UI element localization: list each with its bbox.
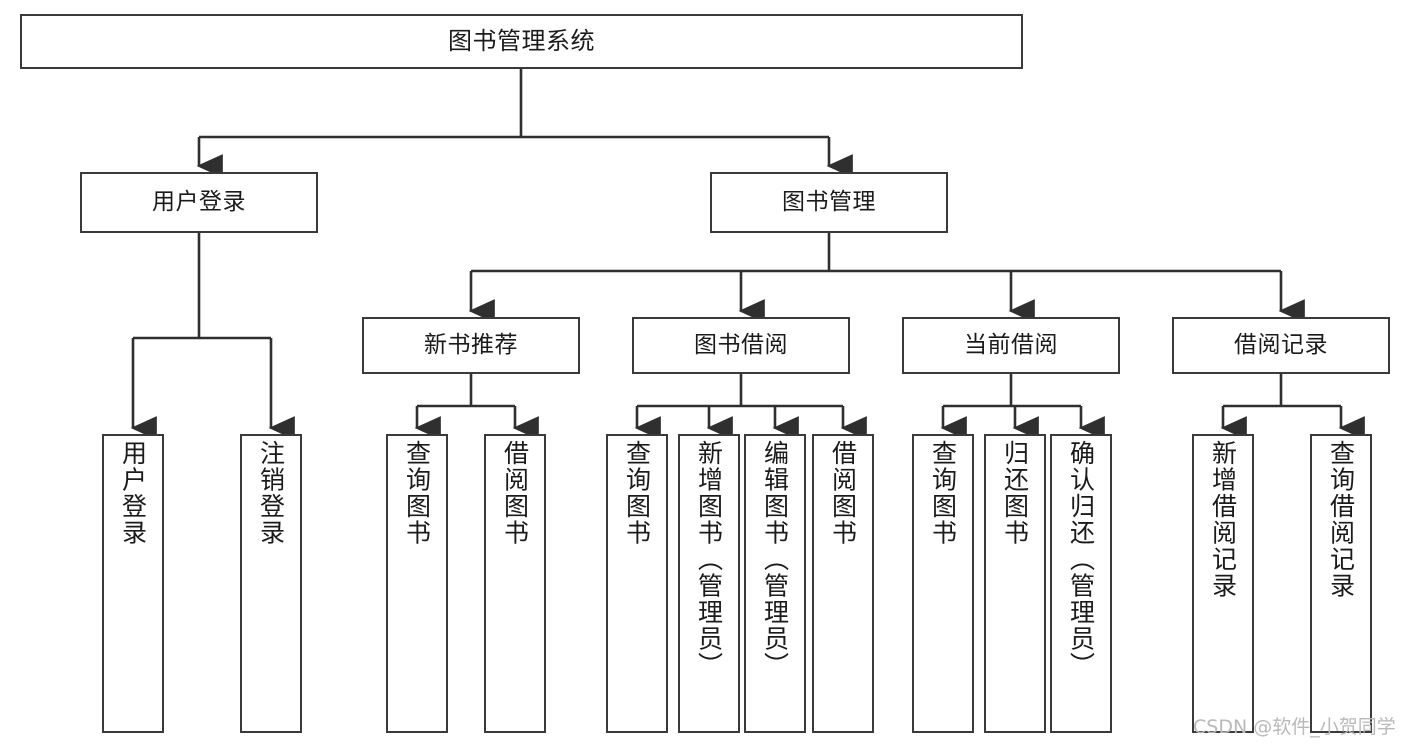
node-query-book-borrow-label: 查询图书 [622,440,652,546]
node-current-borrow[interactable]: 当前借阅 [902,317,1120,374]
node-user-login-label: 用户登录 [152,189,246,216]
node-book-manage-label: 图书管理 [782,189,876,216]
node-query-borrow-record[interactable]: 查询借阅记录 [1310,434,1372,733]
node-borrow-book-recommend[interactable]: 借阅图书 [484,434,546,733]
node-add-borrow-record-label: 新增借阅记录 [1208,440,1238,599]
node-book-borrow[interactable]: 图书借阅 [632,317,850,374]
edge-group [130,69,1365,440]
node-add-book-admin[interactable]: 新增图书（管理员） [678,434,740,733]
node-user-login[interactable]: 用户登录 [80,172,318,233]
node-borrow-book-action-label: 借阅图书 [828,440,858,546]
node-user-logout-action-label: 注销登录 [256,440,286,546]
node-book-manage[interactable]: 图书管理 [710,172,948,233]
node-user-login-action[interactable]: 用户登录 [102,434,164,733]
node-return-book-label: 归还图书 [1000,440,1030,546]
node-book-borrow-label: 图书借阅 [694,332,788,359]
node-borrow-record[interactable]: 借阅记录 [1172,317,1390,374]
node-query-book-current[interactable]: 查询图书 [912,434,974,733]
node-borrow-record-label: 借阅记录 [1234,332,1328,359]
csdn-watermark: CSDN @软件_小贺同学 [1193,716,1396,738]
node-borrow-book-recommend-label: 借阅图书 [500,440,530,546]
node-query-book-borrow[interactable]: 查询图书 [606,434,668,733]
node-confirm-return-admin[interactable]: 确认归还（管理员） [1050,434,1112,733]
node-return-book[interactable]: 归还图书 [984,434,1046,733]
node-user-logout-action[interactable]: 注销登录 [240,434,302,733]
node-query-book-recommend-label: 查询图书 [402,440,432,546]
node-borrow-book-action[interactable]: 借阅图书 [812,434,874,733]
node-query-book-recommend[interactable]: 查询图书 [386,434,448,733]
node-current-borrow-label: 当前借阅 [964,332,1058,359]
node-new-book-recommend-label: 新书推荐 [424,332,518,359]
node-root-title[interactable]: 图书管理系统 [20,14,1023,69]
node-root-title-label: 图书管理系统 [448,26,595,55]
node-edit-book-admin[interactable]: 编辑图书（管理员） [744,434,806,733]
node-new-book-recommend[interactable]: 新书推荐 [362,317,580,374]
node-edit-book-admin-label: 编辑图书（管理员） [760,440,790,679]
node-add-borrow-record[interactable]: 新增借阅记录 [1192,434,1254,733]
node-query-book-current-label: 查询图书 [928,440,958,546]
node-add-book-admin-label: 新增图书（管理员） [694,440,724,679]
node-user-login-action-label: 用户登录 [118,440,148,546]
node-confirm-return-admin-label: 确认归还（管理员） [1066,440,1096,679]
node-query-borrow-record-label: 查询借阅记录 [1326,440,1356,599]
